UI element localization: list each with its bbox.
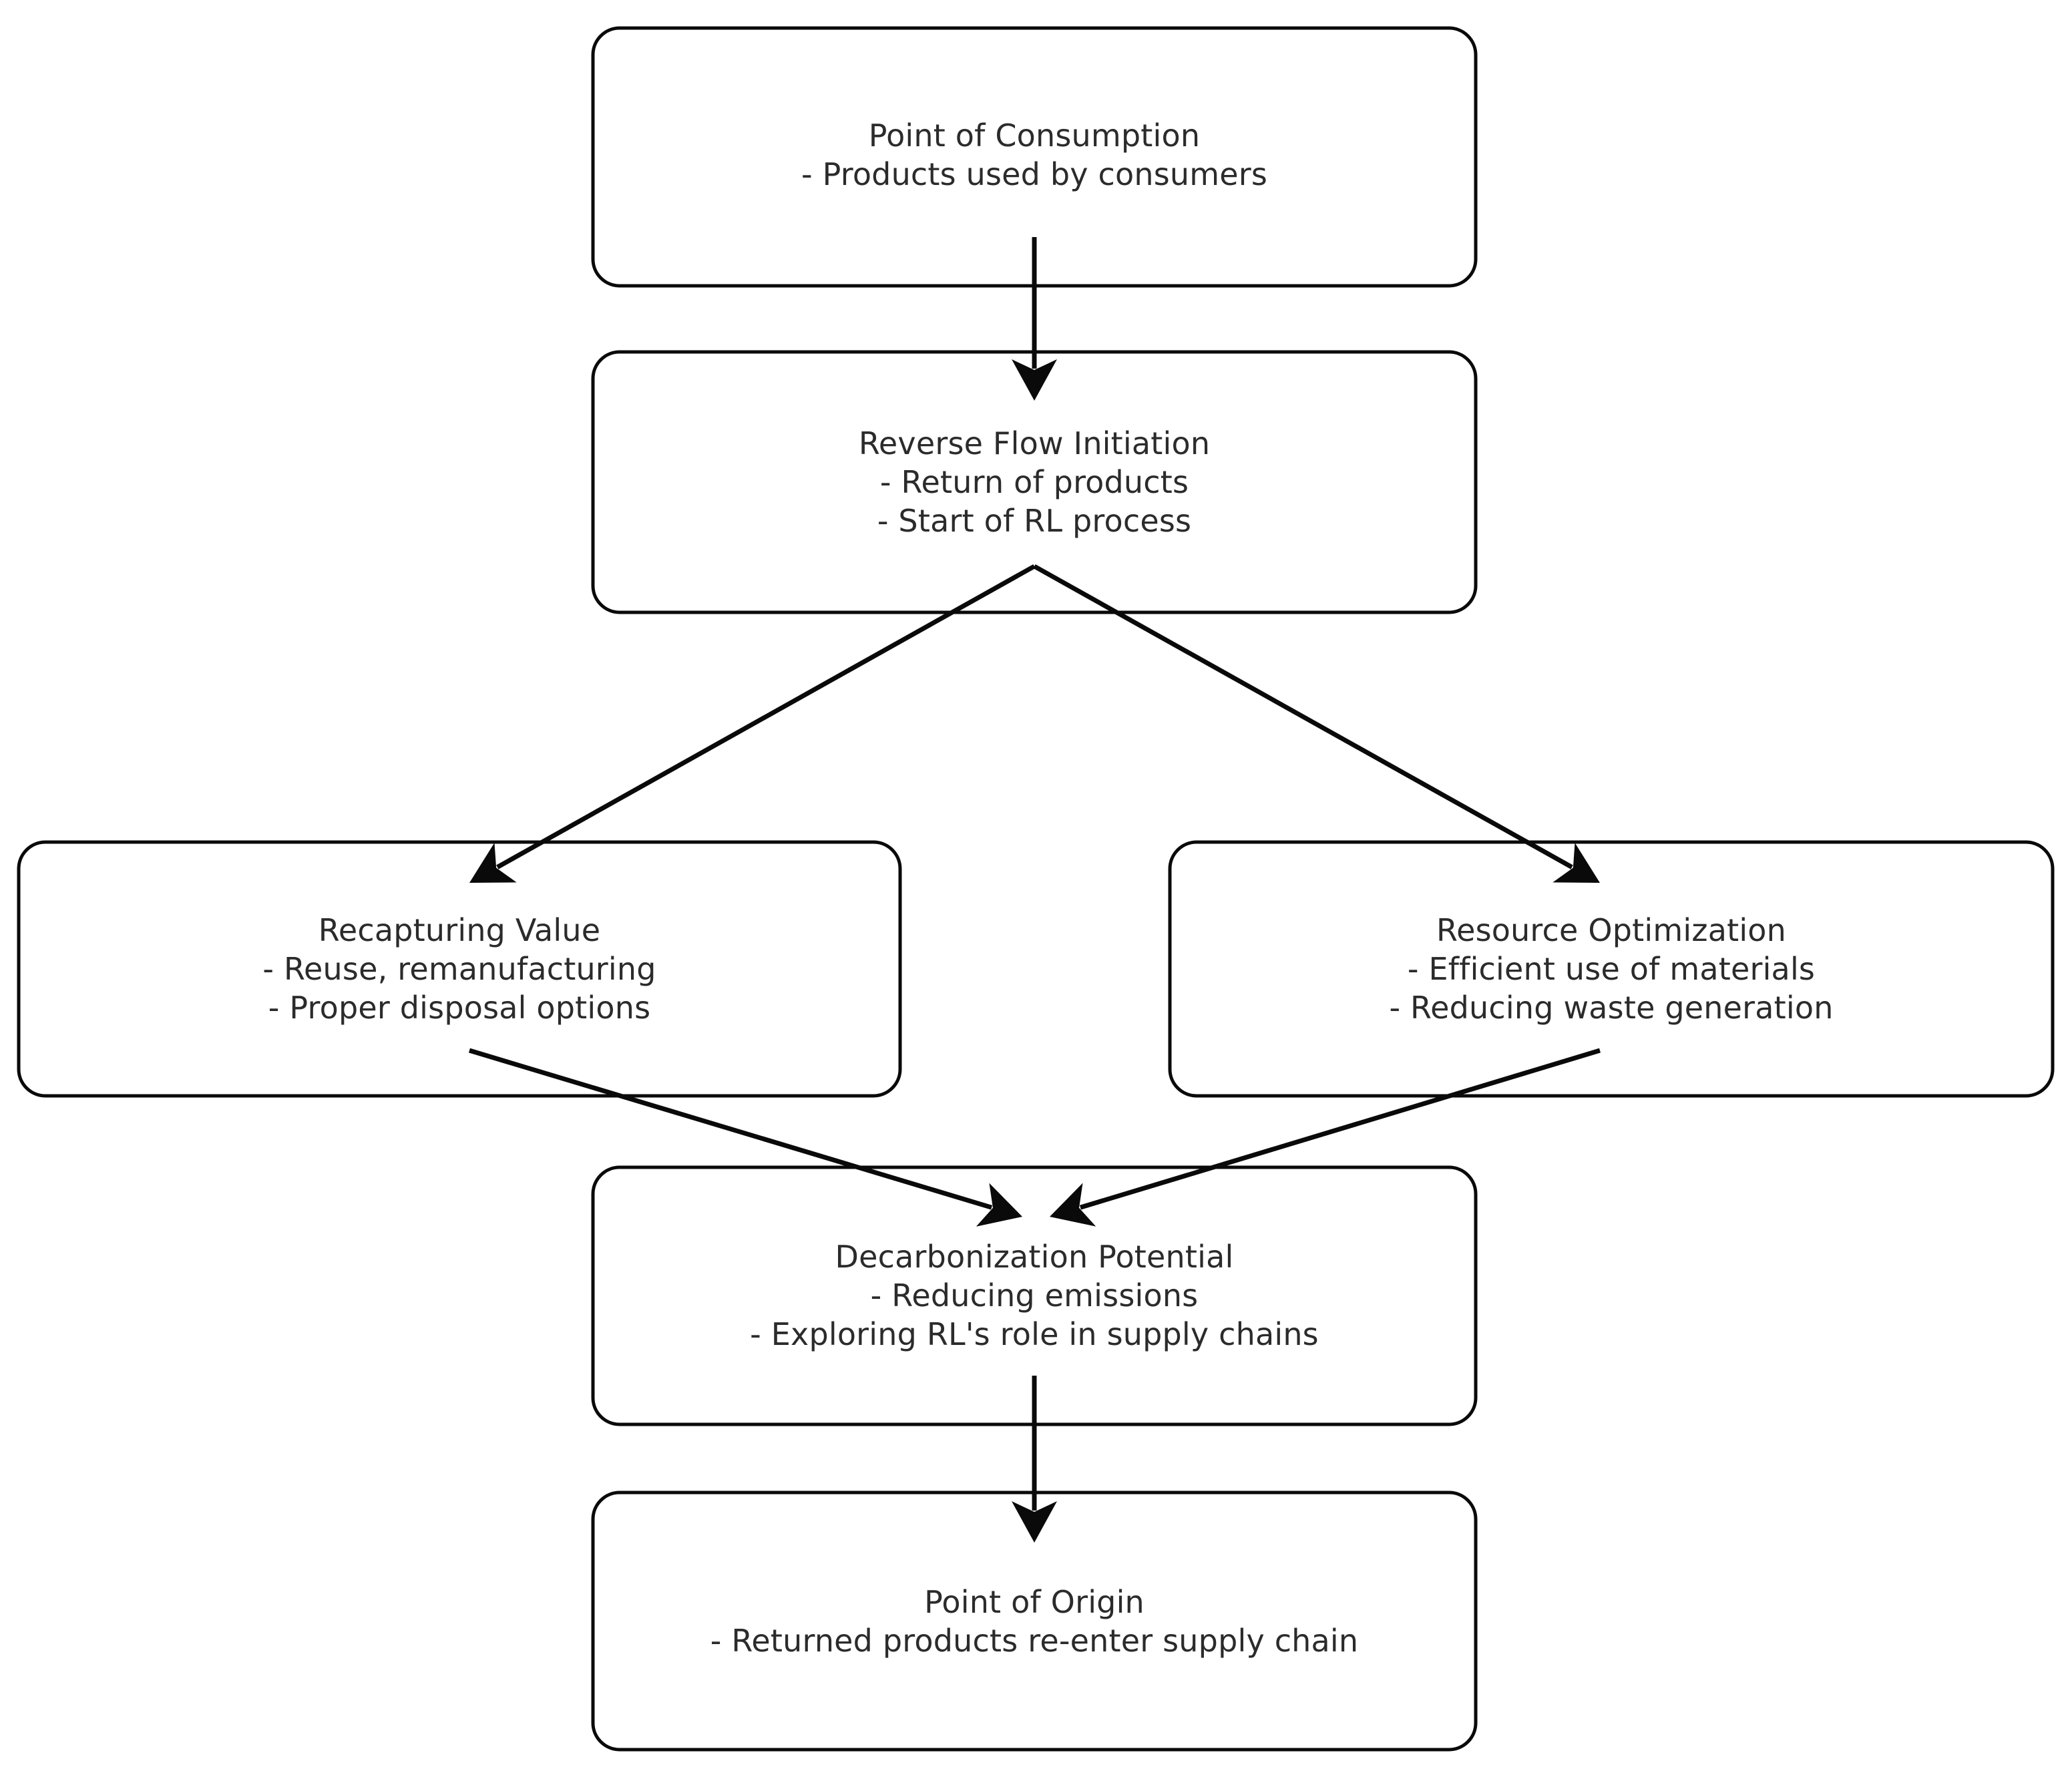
node-shape-layer — [17, 26, 2055, 1752]
node-recapturing-value[interactable] — [17, 840, 902, 1098]
arrowhead-icon — [469, 843, 517, 883]
arrowhead-icon — [1050, 1183, 1096, 1227]
edge-line — [1079, 1048, 1601, 1210]
edge-layer — [468, 237, 1601, 1543]
edge-decarbonization-to-origin — [1012, 1376, 1057, 1543]
edge-reverse-flow-to-resource — [1033, 564, 1600, 883]
edge-resource-to-decarbonization — [1050, 1048, 1601, 1227]
arrowhead-icon — [1552, 843, 1600, 883]
arrowhead-icon — [1012, 1501, 1057, 1543]
edge-line — [496, 564, 1036, 869]
node-resource-optimization[interactable] — [1168, 840, 2055, 1098]
arrowhead-icon — [976, 1183, 1022, 1227]
arrowhead-icon — [1012, 359, 1057, 401]
edge-line — [1033, 564, 1573, 869]
edge-reverse-flow-to-recapturing — [469, 564, 1036, 883]
edge-recapturing-to-decarbonization — [468, 1048, 1022, 1227]
edge-line — [468, 1048, 993, 1210]
edge-consumption-to-reverse-flow — [1012, 237, 1057, 401]
